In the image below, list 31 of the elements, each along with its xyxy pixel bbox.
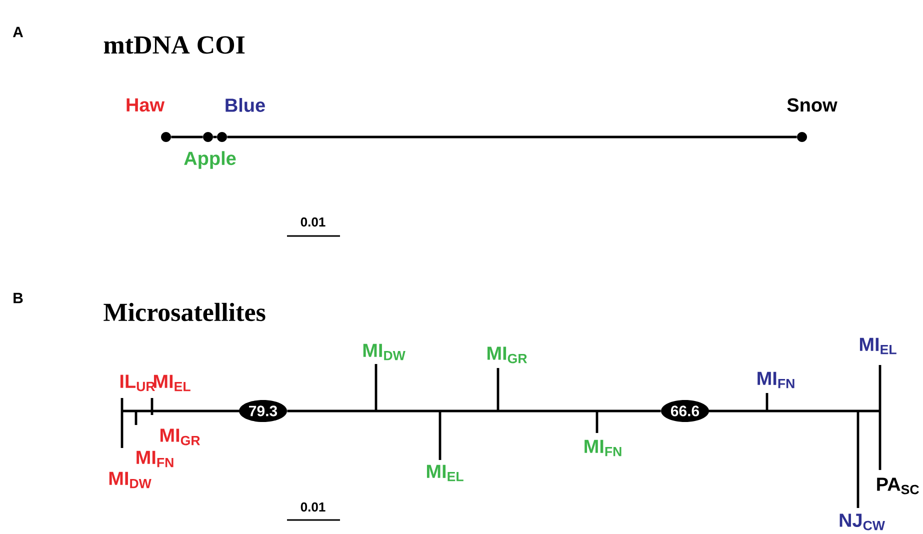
scale-label: 0.01	[300, 217, 326, 227]
taxon-label: MI$_{EL}$	[154, 374, 190, 392]
taxon-label: MI$_{FN}$	[584, 440, 622, 456]
panel-letter: A	[12, 26, 24, 38]
taxon-label: MI$_{FN}$	[758, 372, 794, 388]
taxon-label: MI$_{GR}$	[488, 346, 528, 364]
taxon-label: MI$_{DW}$	[109, 472, 152, 488]
branch-line	[227, 136, 797, 138]
branch-line	[287, 410, 661, 412]
node-dot	[797, 132, 807, 142]
taxon-label: NJ$_{CW}$	[840, 514, 885, 530]
taxon-label: Blue	[226, 98, 265, 112]
taxon-label: Haw	[126, 98, 165, 112]
taxon-label: Apple	[184, 151, 236, 169]
taxon-label: MI$_{EL}$	[426, 464, 464, 482]
node-dot	[217, 132, 227, 142]
taxon-label: MI$_{DW}$	[363, 344, 406, 360]
taxon-label: Snow	[787, 98, 838, 112]
taxon-label: MI$_{GR}$	[160, 428, 200, 446]
panel-letter: B	[14, 292, 23, 304]
node-dot	[161, 132, 171, 142]
branch-line	[213, 136, 217, 138]
taxon-label: PA$_{SC}$	[877, 478, 919, 494]
branch-line	[171, 136, 203, 138]
scale-label: 0.01	[300, 502, 326, 512]
panel-title: mtDNA COI	[104, 36, 245, 54]
taxon-label: MI$_{FN}$	[136, 450, 174, 468]
taxon-label: IL$_{UR}$	[120, 374, 156, 392]
taxon-label: MI$_{EL}$	[860, 338, 896, 354]
node-dot	[203, 132, 213, 142]
panel-title: Microsatellites	[104, 302, 266, 322]
